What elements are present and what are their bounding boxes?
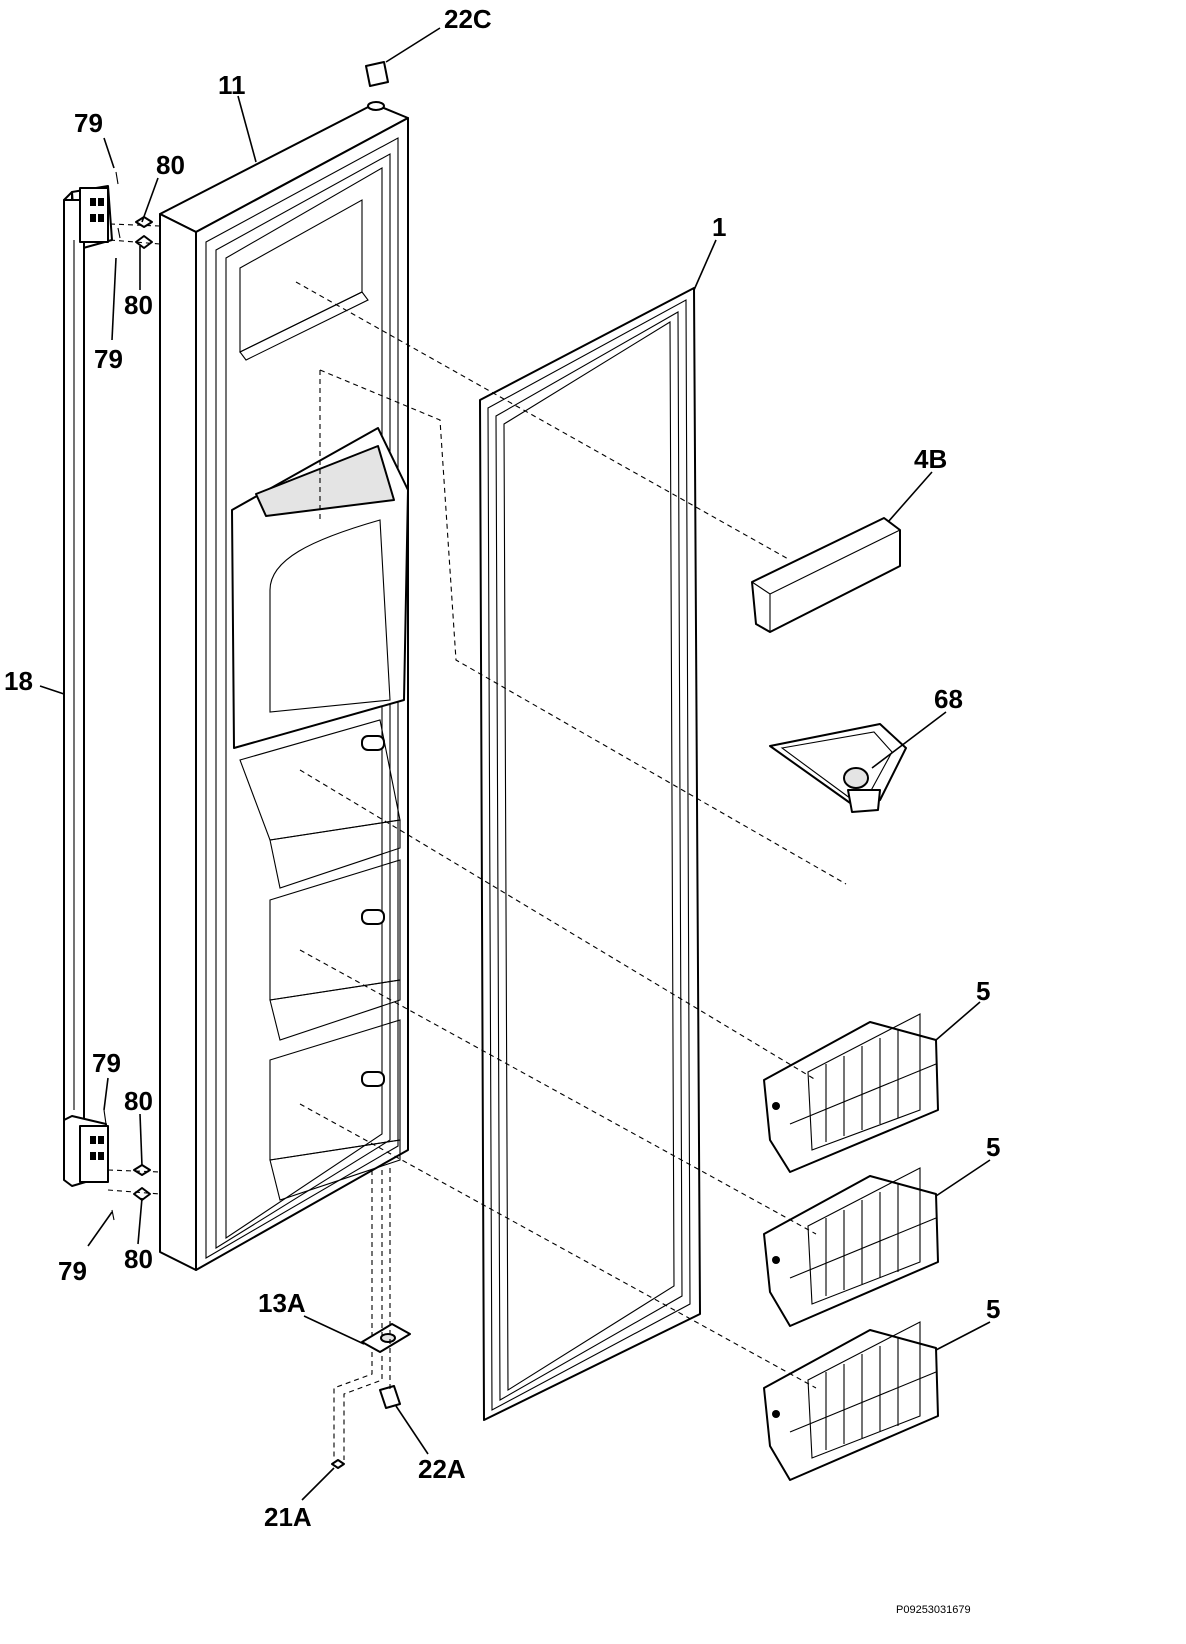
label-1: 1: [712, 212, 726, 242]
label-79-bottom-upper: 79: [92, 1048, 121, 1078]
drawing-code: P09253031679: [896, 1604, 971, 1616]
label-4b: 4B: [914, 444, 947, 474]
fastener-parts-79-80: [103, 171, 161, 1221]
door-handle-part-18: [63, 185, 113, 1187]
hinge-parts-13a-22a-21a: [331, 1168, 411, 1469]
door-bin-part-5-b: [763, 1167, 939, 1327]
door-gasket-part-1: [479, 287, 701, 1421]
label-18: 18: [4, 666, 33, 696]
label-11: 11: [218, 70, 246, 100]
label-5-top: 5: [976, 976, 990, 1006]
label-79-bottom-lower: 79: [58, 1256, 87, 1286]
label-80-bottom-upper: 80: [124, 1086, 153, 1116]
dispenser-funnel-part-68: [769, 723, 907, 813]
label-5-middle: 5: [986, 1132, 1000, 1162]
door-bin-part-5-c: [763, 1321, 939, 1481]
label-68: 68: [934, 684, 963, 714]
label-79-top-upper: 79: [74, 108, 103, 138]
label-5-bottom: 5: [986, 1294, 1000, 1324]
label-22a: 22A: [418, 1454, 466, 1484]
label-22c: 22C: [444, 4, 492, 34]
leader-lines: [39, 27, 991, 1501]
label-79-top-lower: 79: [94, 344, 123, 374]
door-panel-part-11: [159, 61, 409, 1271]
part-labels: 22C 11 79 80 80 79 1 4B 18 68 5 79 80 5 …: [4, 4, 1000, 1616]
door-bin-part-5-a: [763, 1013, 939, 1173]
label-13a: 13A: [258, 1288, 306, 1318]
label-80-top-lower: 80: [124, 290, 153, 320]
assembly-lines: [295, 281, 847, 1389]
label-21a: 21A: [264, 1502, 312, 1532]
label-80-top-upper: 80: [156, 150, 185, 180]
label-80-bottom-lower: 80: [124, 1244, 153, 1274]
shelf-bin-part-4b: [751, 517, 901, 633]
